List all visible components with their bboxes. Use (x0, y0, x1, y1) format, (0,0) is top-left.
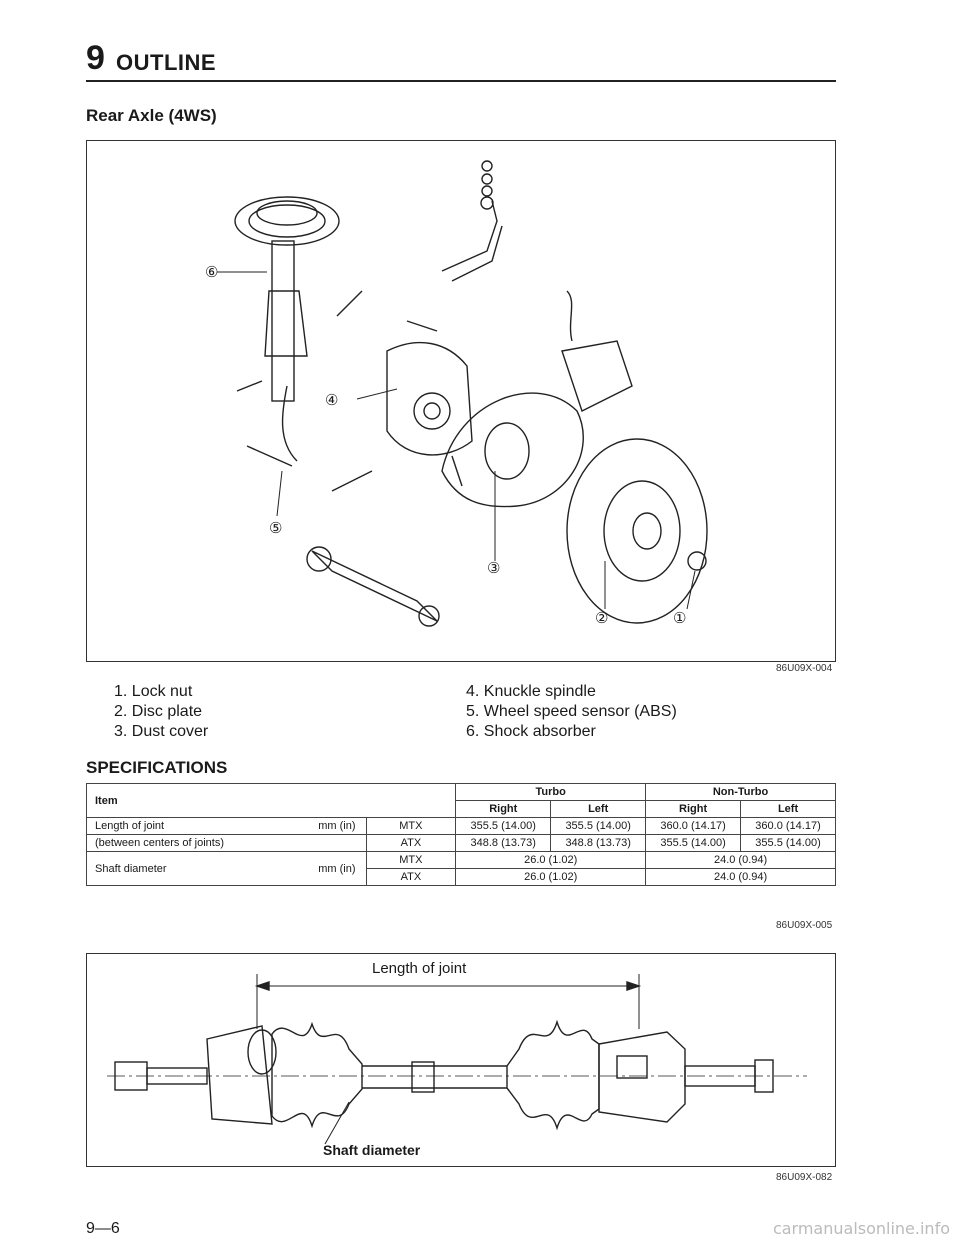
callout-5: ⑤ (269, 520, 283, 537)
cell: 360.0 (14.17) (740, 817, 836, 835)
legend-item-5: 5. Wheel speed sensor (ABS) (466, 703, 677, 720)
cell: 26.0 (1.02) (455, 851, 647, 869)
chapter-title: OUTLINE (116, 50, 217, 75)
header-item: Item (85, 783, 457, 818)
row-trans: MTX (365, 851, 457, 869)
drive-shaft-illustration (107, 974, 807, 1145)
row-unit: mm (in) (276, 817, 367, 835)
table-row: ATX 26.0 (1.02) 24.0 (0.94) (87, 868, 836, 886)
header-nonturbo-right: Right (645, 800, 742, 818)
section-title: Rear Axle (4WS) (86, 106, 217, 125)
figure2-code: 86U09X-082 (776, 1172, 833, 1183)
cell: 348.8 (13.73) (455, 834, 552, 852)
length-of-joint-label: Length of joint (372, 960, 467, 977)
cell: 24.0 (0.94) (645, 851, 836, 869)
specifications-title: SPECIFICATIONS (86, 758, 228, 777)
header-rule (86, 80, 836, 82)
cell: 355.5 (14.00) (645, 834, 742, 852)
row-trans: ATX (365, 834, 457, 852)
callout-3: ③ (487, 560, 501, 577)
row-trans: ATX (365, 868, 457, 886)
header-turbo: Turbo (455, 783, 647, 801)
table-row: Shaft diameter mm (in) MTX 26.0 (1.02) 2… (86, 851, 836, 886)
cell: 26.0 (1.02) (455, 868, 647, 886)
row-unit: mm (in) (276, 851, 367, 886)
legend-item-4: 4. Knuckle spindle (466, 683, 596, 700)
rear-axle-figure: ⑥ ④ ⑤ ③ ② ① (86, 140, 836, 662)
legend-item-6: 6. Shock absorber (466, 723, 596, 740)
legend-item-2: 2. Disc plate (114, 703, 203, 720)
specifications-table: Item Turbo Non-Turbo Right Left Right Le… (85, 783, 836, 886)
callout-1: ① (673, 610, 687, 627)
rear-axle-illustration (217, 160, 708, 627)
drive-shaft-figure: Length of joint Shaft diameter (86, 953, 836, 1167)
cell: 355.5 (14.00) (550, 817, 647, 835)
figure1-code: 86U09X-004 (776, 663, 833, 674)
cell: 348.8 (13.73) (550, 834, 647, 852)
shaft-diameter-label: Shaft diameter (323, 1142, 421, 1158)
callout-4: ④ (325, 392, 339, 409)
legend-item-1: 1. Lock nut (114, 683, 193, 700)
cell: 360.0 (14.17) (645, 817, 742, 835)
chapter-number: 9 (86, 39, 105, 77)
header-turbo-left: Left (550, 800, 647, 818)
legend-right: 4. Knuckle spindle 5. Wheel speed sensor… (466, 682, 677, 742)
watermark: carmanualsonline.info (772, 1219, 950, 1238)
cell: 355.5 (14.00) (740, 834, 836, 852)
row-item: Shaft diameter (86, 851, 277, 886)
table-row: Length of joint mm (in) MTX 355.5 (14.00… (86, 817, 836, 835)
table-code: 86U09X-005 (776, 920, 833, 931)
callout-2: ② (595, 610, 609, 627)
row-item: Length of joint (86, 817, 277, 835)
row-trans: MTX (365, 817, 457, 835)
header-nonturbo-left: Left (740, 800, 836, 818)
header-non-turbo: Non-Turbo (645, 783, 836, 801)
legend-item-3: 3. Dust cover (114, 723, 209, 740)
legend-left: 1. Lock nut 2. Disc plate 3. Dust cover (114, 682, 208, 742)
page-number: 9—6 (86, 1220, 120, 1237)
header-turbo-right: Right (455, 800, 552, 818)
row-item-sub: (between centers of joints) (86, 834, 367, 852)
cell: 24.0 (0.94) (645, 868, 836, 886)
cell: 355.5 (14.00) (455, 817, 552, 835)
table-row: (between centers of joints) ATX 348.8 (1… (86, 834, 836, 852)
callout-6: ⑥ (205, 264, 219, 281)
